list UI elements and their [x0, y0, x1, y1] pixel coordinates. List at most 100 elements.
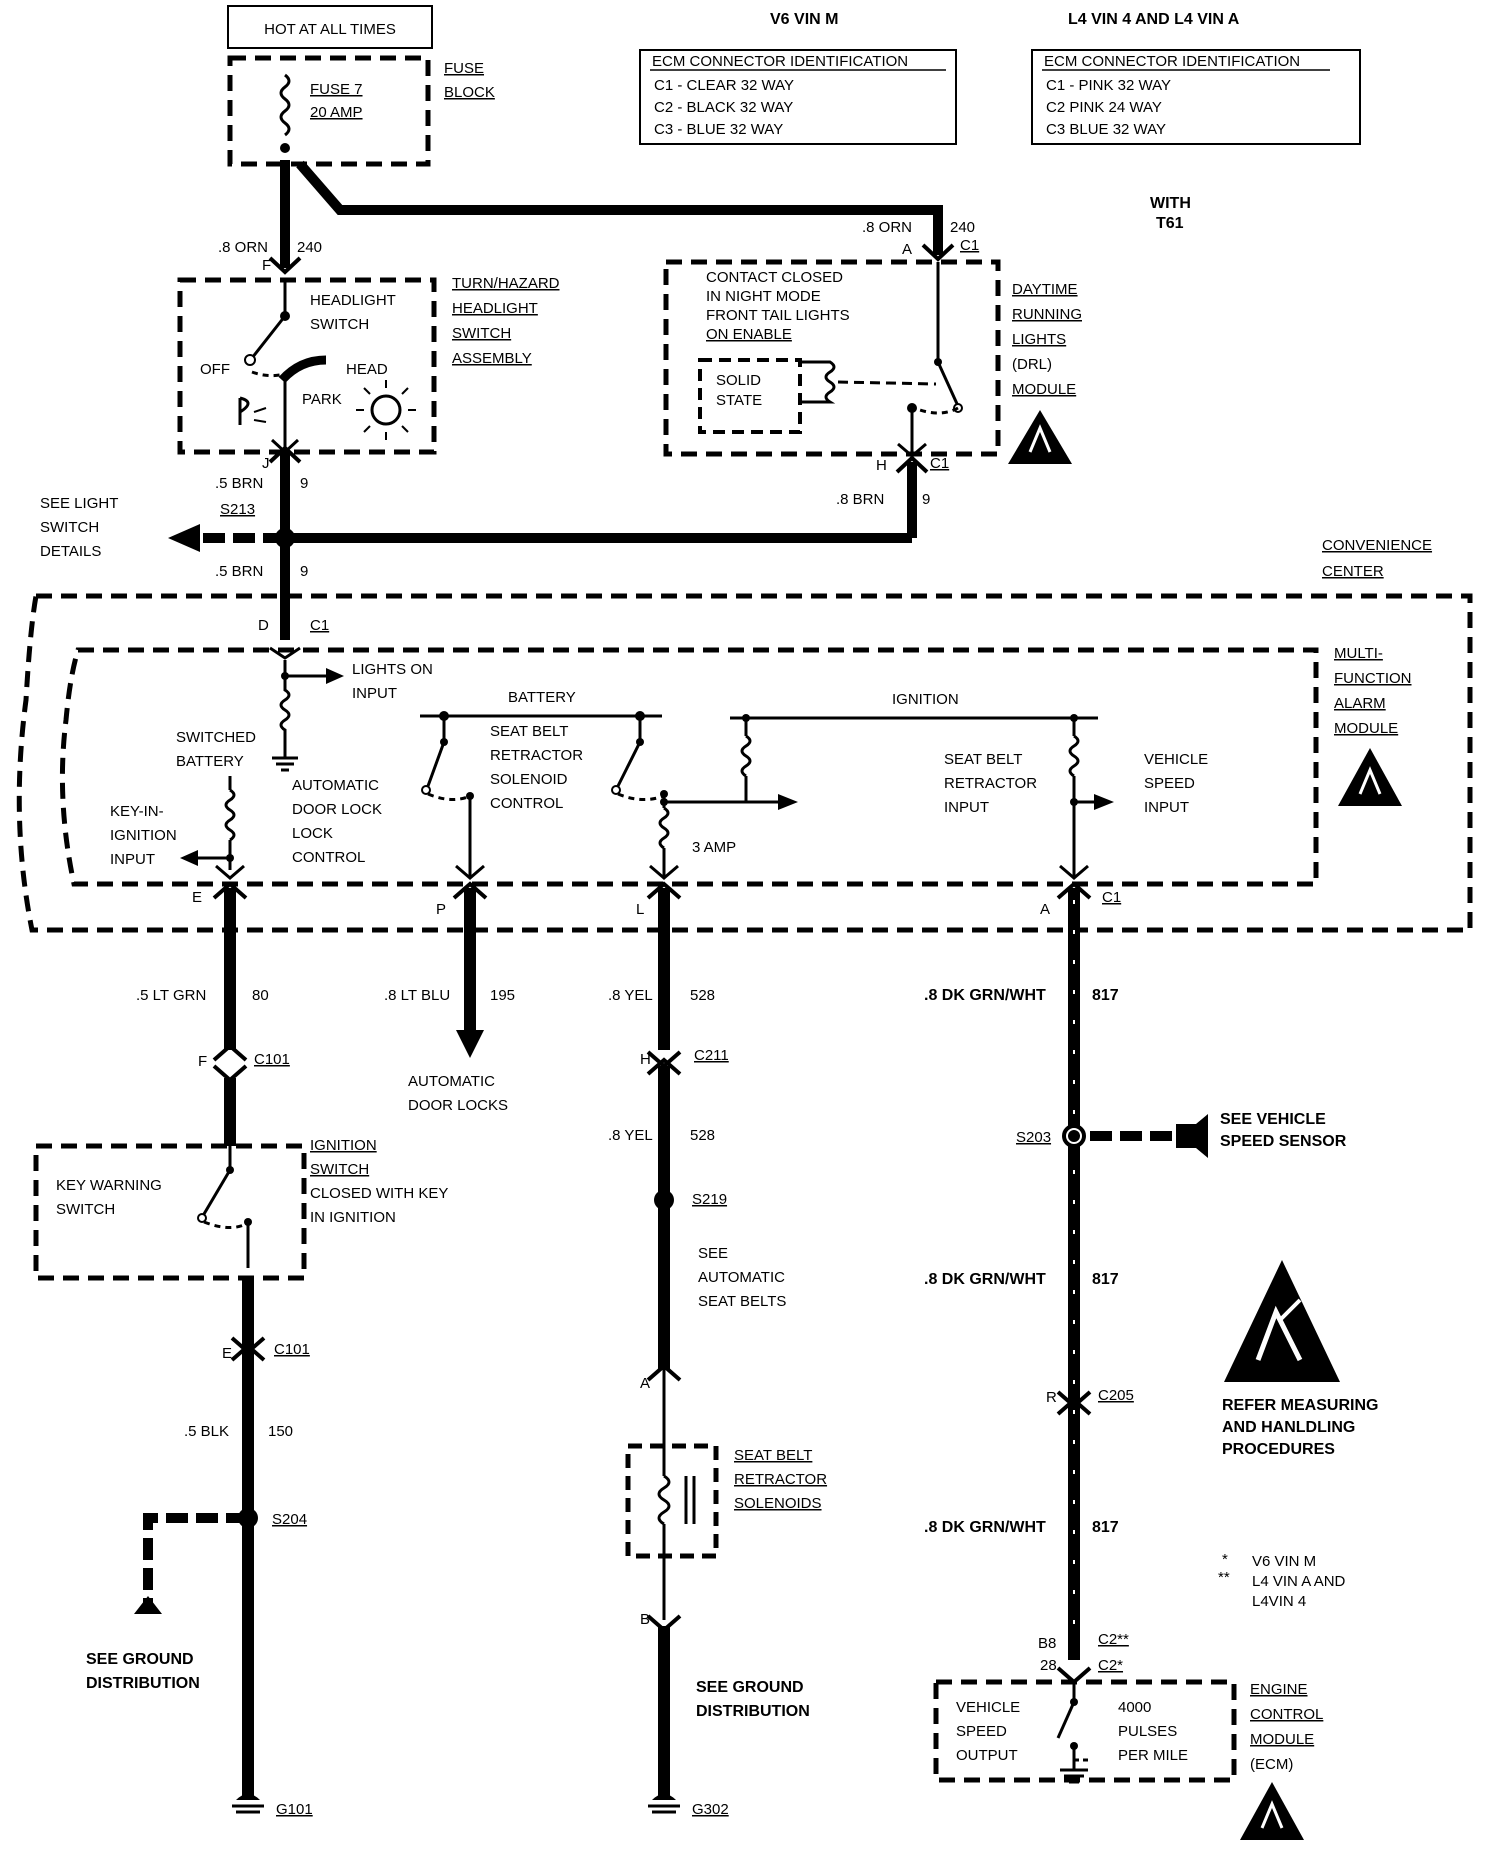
ignition-switch-title: IGNITION [310, 1137, 377, 1154]
mfam-title: FUNCTION [1334, 670, 1412, 687]
pulses-label: PULSES [1118, 1723, 1177, 1740]
switch-off-label: OFF [200, 361, 230, 378]
auto-door-lock-control-label: LOCK [292, 825, 333, 842]
sb-retractor-input-label: SEAT BELT [944, 751, 1022, 768]
l4-title: L4 VIN 4 AND L4 VIN A [1068, 11, 1240, 28]
hot-at-all-times-label: HOT AT ALL TIMES [264, 21, 396, 38]
splice-s219-label: S219 [692, 1191, 727, 1208]
automatic-door-locks-label: AUTOMATIC [408, 1073, 495, 1090]
headlight-switch-title: TURN/HAZARD [452, 275, 560, 292]
key-in-ignition-input-label: KEY-IN- [110, 803, 164, 820]
vehicle-speed-input-label: SPEED [1144, 775, 1195, 792]
pin-label: B [640, 1611, 650, 1628]
circuit-number: 9 [300, 475, 308, 492]
park-lamp-icon [238, 396, 267, 425]
see-light-switch-label: SWITCH [40, 519, 99, 536]
splice-s204-label: S204 [272, 1511, 307, 1528]
ecm-table-l4-row: C2 PINK 24 WAY [1046, 99, 1162, 116]
circuit-number: 817 [1092, 1271, 1119, 1288]
wire-label: .8 DK GRN/WHT [924, 987, 1046, 1004]
esd-note: AND HANLDLING [1222, 1419, 1355, 1436]
see-ground-distribution-label: SEE GROUND [86, 1651, 194, 1668]
ecm-table-l4: ECM CONNECTOR IDENTIFICATION C1 - PINK 3… [1031, 49, 1361, 145]
switched-battery-label: BATTERY [176, 753, 244, 770]
ecm-table-v6: ECM CONNECTOR IDENTIFICATION C1 - CLEAR … [639, 49, 957, 145]
circuit-number: 150 [268, 1423, 293, 1440]
drl-title: (DRL) [1012, 356, 1052, 373]
ignition-switch-note: CLOSED WITH KEY [310, 1185, 448, 1202]
ecm-title: (ECM) [1250, 1756, 1293, 1773]
drl-title: RUNNING [1012, 306, 1082, 323]
seat-belt-solenoids-title: SOLENOIDS [734, 1495, 822, 1512]
wire-label: .8 DK GRN/WHT [924, 1271, 1046, 1288]
drl-module [663, 259, 1001, 457]
esd-warning-icon [1224, 1260, 1340, 1382]
vehicle-speed-input-label: VEHICLE [1144, 751, 1208, 768]
ecm-table-v6-row: C1 - CLEAR 32 WAY [654, 77, 794, 94]
headlight-switch-inner-label: HEADLIGHT [310, 292, 396, 309]
wire-label: .8 YEL [608, 1127, 653, 1144]
connector-label: C1 [960, 237, 979, 254]
ground-g101-label: G101 [276, 1801, 313, 1818]
headlamp-icon [356, 380, 416, 440]
pin-label: B8 [1038, 1635, 1056, 1652]
connector-label: C101 [274, 1341, 310, 1358]
auto-door-lock-control-label: CONTROL [292, 849, 365, 866]
ecm-table-l4-title: ECM CONNECTOR IDENTIFICATION [1044, 53, 1300, 70]
pin-label: J [262, 455, 270, 472]
headlight-switch-title: ASSEMBLY [452, 350, 532, 367]
switch-park-label: PARK [302, 391, 342, 408]
ignition-switch [33, 1143, 307, 1281]
vehicle-speed-input-label: INPUT [1144, 799, 1189, 816]
circuit-number: 9 [300, 563, 308, 580]
see-automatic-seat-belts-label: SEE [698, 1245, 728, 1262]
see-ground-distribution-label: DISTRIBUTION [86, 1675, 200, 1692]
arrow-down-icon [456, 1030, 484, 1058]
head-contact [278, 355, 327, 384]
arrow-right-icon [778, 794, 798, 810]
connector-label: C1 [310, 617, 329, 634]
drl-note: CONTACT CLOSED [706, 269, 843, 286]
legend-marker: ** [1218, 1569, 1230, 1586]
vehicle-speed-output-label: OUTPUT [956, 1747, 1018, 1764]
connector-label: C101 [254, 1051, 290, 1068]
key-warning-switch-blade [202, 1169, 232, 1215]
see-automatic-seat-belts-label: AUTOMATIC [698, 1269, 785, 1286]
legend-text: V6 VIN M [1252, 1553, 1316, 1570]
sb-retractor-solenoid-control-label: SEAT BELT [490, 723, 568, 740]
wire-label: .8 ORN [218, 239, 268, 256]
connector-label: C205 [1098, 1387, 1134, 1404]
drl-title: MODULE [1012, 381, 1076, 398]
mfam-title: MULTI- [1334, 645, 1383, 662]
pin-label: P [436, 901, 446, 918]
seat-belt-solenoids-title: SEAT BELT [734, 1447, 812, 1464]
pulses-label: 4000 [1118, 1699, 1151, 1716]
pin-label: A [1040, 901, 1050, 918]
see-automatic-seat-belts-label: SEAT BELTS [698, 1293, 786, 1310]
pin-label: E [222, 1345, 232, 1362]
hot-at-all-times-box [227, 5, 433, 49]
see-light-switch-label: DETAILS [40, 543, 101, 560]
wire-label: .5 BLK [184, 1423, 229, 1440]
pin-label: H [640, 1051, 651, 1068]
solid-state-box [698, 358, 802, 434]
key-warning-switch-label: KEY WARNING [56, 1177, 162, 1194]
ground-g302-label: G302 [692, 1801, 729, 1818]
ecm-table-l4-row: C3 BLUE 32 WAY [1046, 121, 1166, 138]
vehicle-speed-output-label: SPEED [956, 1723, 1007, 1740]
ignition-switch-title: SWITCH [310, 1161, 369, 1178]
sb-retractor-input-label: INPUT [944, 799, 989, 816]
circuit-number: 528 [690, 987, 715, 1004]
v6-title: V6 VIN M [770, 11, 838, 28]
convenience-center-title: CONVENIENCE [1322, 537, 1432, 554]
pin-label: D [258, 617, 269, 634]
pin-label: F [198, 1053, 207, 1070]
ecm-table-v6-row: C3 - BLUE 32 WAY [654, 121, 783, 138]
esd-warning-icon [1240, 1782, 1304, 1840]
convenience-center-title: CENTER [1322, 563, 1384, 580]
fuse-block-label: BLOCK [444, 84, 495, 101]
key-in-ignition-input-label: IGNITION [110, 827, 177, 844]
headlight-switch-inner-label: SWITCH [310, 316, 369, 333]
see-ground-distribution-label: SEE GROUND [696, 1679, 804, 1696]
